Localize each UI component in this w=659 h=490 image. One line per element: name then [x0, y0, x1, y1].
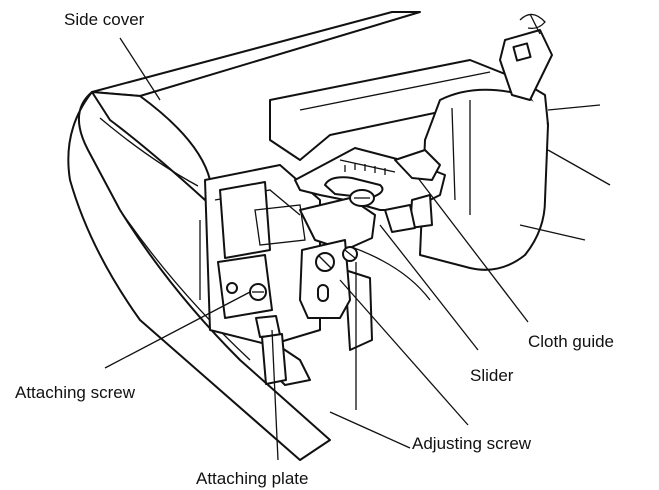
cloth-guide-illustration — [294, 147, 446, 229]
leader-lines — [104, 37, 529, 461]
leader-adjusting-screw-c — [329, 411, 411, 449]
label-slider: Slider — [470, 366, 514, 385]
leader-slider — [379, 224, 479, 351]
label-cloth-guide: Cloth guide — [528, 332, 614, 351]
leader-attaching-plate — [271, 329, 279, 461]
adjusting-screw-illustration — [315, 246, 358, 302]
machine-body-illustration — [67, 11, 611, 461]
label-attaching-plate: Attaching plate — [196, 469, 308, 488]
part-labels: Side cover Cloth guide Slider Attaching … — [15, 10, 614, 488]
label-attaching-screw: Attaching screw — [15, 383, 136, 402]
attaching-screw-illustration — [217, 254, 273, 319]
leader-adjusting-screw-a — [339, 279, 469, 426]
slider-illustration — [299, 189, 416, 319]
leader-attaching-screw — [104, 291, 251, 369]
leader-cloth-guide — [417, 177, 529, 323]
label-side-cover: Side cover — [64, 10, 145, 29]
attaching-plate-illustration — [255, 315, 287, 385]
label-adjusting-screw: Adjusting screw — [412, 434, 532, 453]
leader-side-cover — [119, 37, 161, 101]
